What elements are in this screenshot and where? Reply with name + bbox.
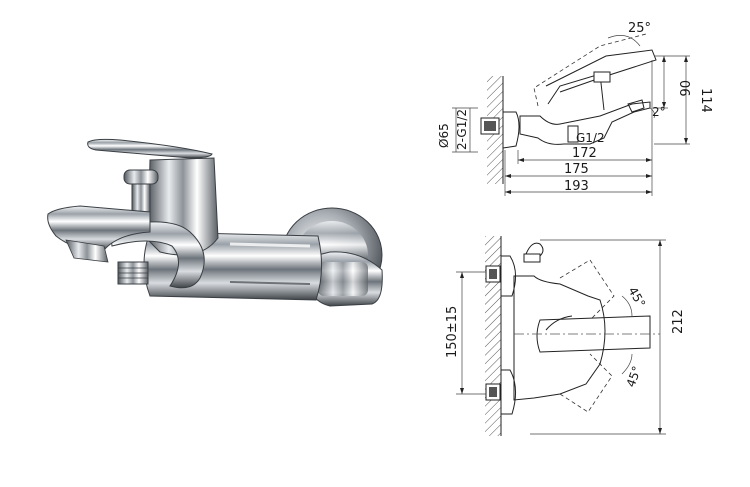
faucet-photo: [47, 138, 383, 307]
thread-left-label: 2-G1/2: [455, 109, 469, 150]
angle-upper-label: 45°: [625, 285, 648, 310]
length-175-label: 175: [564, 162, 589, 177]
length-193-label: 193: [564, 179, 589, 194]
height-label: 114: [698, 88, 713, 113]
inlet-arm: [109, 221, 205, 289]
bath-spout: [47, 205, 151, 251]
side-view-drawing: 25° 06 114 2° G1/2 172 175 193 Ø65 2-G1/…: [437, 21, 713, 196]
height-small-label: 06: [676, 80, 691, 97]
length-172-label: 172: [572, 146, 597, 161]
spacing-label: 150±15: [445, 306, 460, 358]
diverter-knob: [123, 169, 159, 185]
top-view-drawing: 150±15 212 45° 45°: [445, 236, 686, 436]
depth-label: 212: [671, 309, 686, 334]
angle-small-label: 2°: [652, 105, 666, 119]
thread-right-label: G1/2: [576, 131, 605, 145]
lever-handle: [87, 138, 213, 159]
angle-top-label: 25°: [628, 21, 651, 36]
diameter-label: Ø65: [437, 123, 451, 148]
angle-lower-label: 45°: [624, 364, 644, 389]
